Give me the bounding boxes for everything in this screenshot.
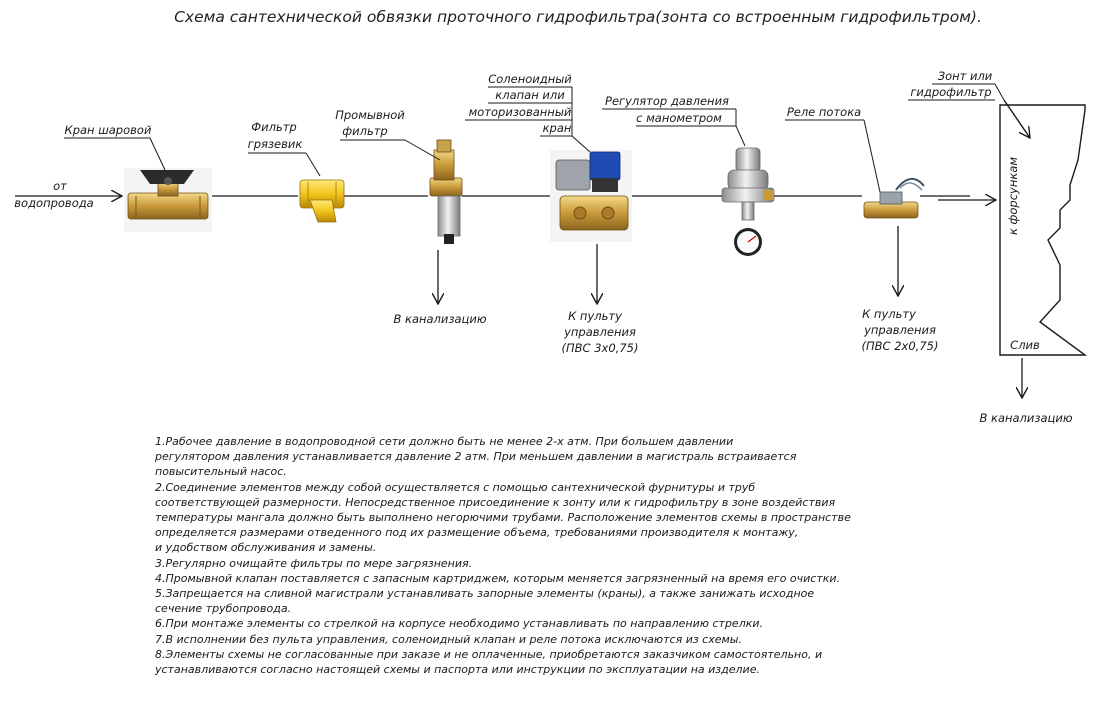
solenoid-label-line4: кран [543,121,572,135]
main-pipeline [15,196,996,200]
note-line: устанавливаются согласно настоящей схемы… [155,663,760,677]
inlet-label-line1: от [53,179,67,193]
solenoid-control-line2: управления [563,325,636,339]
note-line: определяется размерами отведенного под и… [155,526,799,540]
regulator-label-line1: Регулятор давления [605,94,729,108]
relay-control-line3: (ПВС 2х0,75) [862,339,939,353]
notes-list: 1.Рабочее давление в водопроводной сети … [155,434,1055,677]
note-line: 5.Запрещается на сливной магистрали уста… [155,587,815,601]
note-line: 1.Рабочее давление в водопроводной сети … [155,435,734,448]
flow-relay-label: Реле потока [787,105,861,119]
hood-nozzles-label: к форсункам [1006,157,1020,235]
dirt-filter-icon [299,179,345,223]
flush-drain-label: В канализацию [393,312,486,326]
diagram-title: Схема сантехнической обвязки проточного … [174,8,982,26]
note-line: 2.Соединение элементов между собой осуще… [155,480,756,494]
flush-filter-icon [429,139,463,244]
relay-control-line1: К пульту [862,307,916,321]
dirt-filter-label-line1: Фильтр [251,120,297,134]
dirt-filter-label-line2: грязевик [248,137,303,151]
ball-valve-icon [124,168,212,232]
note-line: сечение трубопровода. [155,602,292,616]
note-line: 8.Элементы схемы не согласованные при за… [155,647,823,661]
note-line: 6.При монтаже элементы со стрелкой на ко… [155,617,764,631]
flush-filter-label-line2: фильтр [342,124,387,138]
hood-drain-label: Слив [1010,338,1040,352]
ball-valve-label: Кран шаровой [65,123,152,137]
flow-relay-icon [863,178,925,219]
hood-sewer-label: В канализацию [979,411,1072,425]
regulator-label-line2: с манометром [636,111,722,125]
solenoid-control-line3: (ПВС 3х0,75) [562,341,639,355]
solenoid-valve-icon [550,150,632,242]
solenoid-label-line3: моторизованный [469,105,572,119]
note-line: температуры мангала должно быть выполнен… [155,511,851,525]
hood-label-line1: Зонт или [938,69,993,83]
note-line: 4.Промывной клапан поставляется с запасн… [155,571,841,585]
note-line: регулятором давления устанавливается дав… [155,450,797,464]
flush-filter-label-line1: Промывной [335,108,405,122]
note-line: и удобством обслуживания и замены. [155,541,377,555]
solenoid-label-line2: клапан или [495,88,565,102]
inlet-label-line2: водопровода [14,196,93,210]
hood-label-line2: гидрофильтр [910,85,991,99]
note-line: 7.В исполнении без пульта управления, со… [155,632,742,646]
solenoid-control-line1: К пульту [568,309,622,323]
pressure-regulator-icon [721,147,775,256]
solenoid-label-line1: Соленоидный [488,72,572,86]
note-line: повысительный насос. [155,465,287,479]
hood-outline [999,99,1088,356]
relay-control-line2: управления [863,323,936,337]
note-line: соответствующей размерности. Непосредств… [155,495,836,509]
note-line: 3.Регулярно очищайте фильтры по мере заг… [155,556,473,570]
